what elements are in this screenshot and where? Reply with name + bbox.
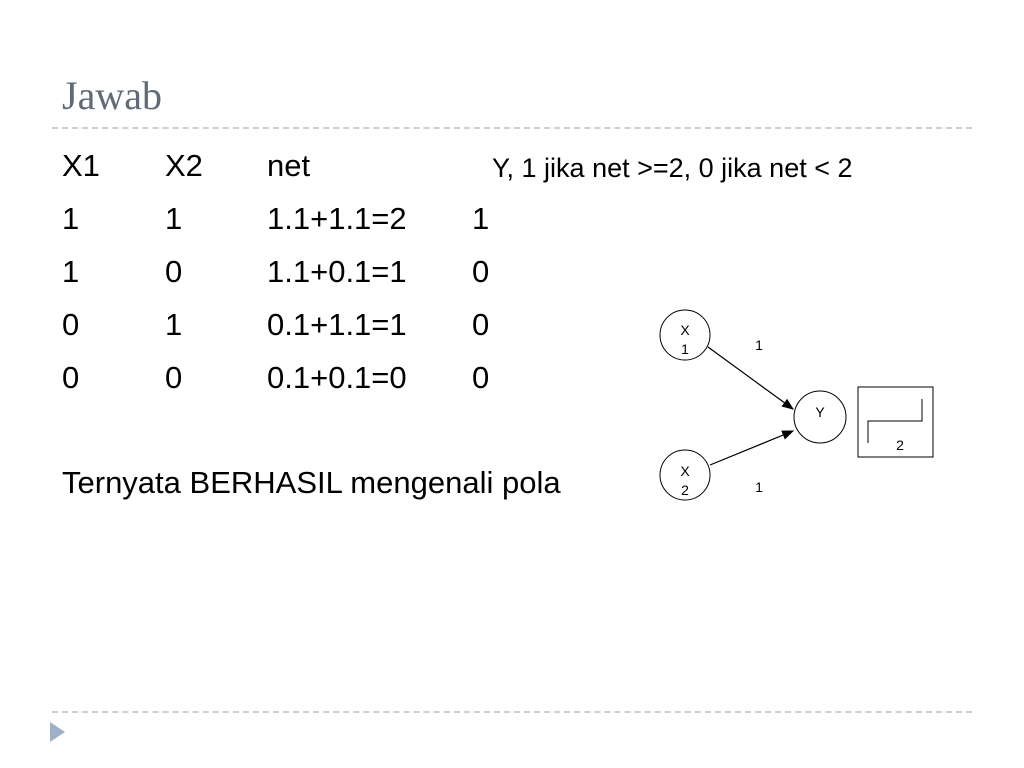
threshold-label: 2 [896, 437, 904, 453]
edge-x1-y [707, 346, 794, 410]
bottom-divider [52, 711, 972, 713]
row1-x2: 1 [165, 201, 183, 236]
row4-x2: 0 [165, 360, 183, 395]
row1-y: 1 [472, 201, 490, 236]
step-function-icon [867, 399, 923, 443]
row2-y: 0 [472, 254, 490, 289]
row3-net: 0.1+1.1=1 [267, 307, 407, 342]
row4-y: 0 [472, 360, 490, 395]
slide-title: Jawab [62, 73, 162, 118]
header-y-rule: Y, 1 jika net >=2, 0 jika net < 2 [492, 153, 853, 183]
conclusion-text: Ternyata BERHASIL mengenali pola [62, 465, 561, 500]
header-net: net [267, 148, 311, 183]
step-function-box [857, 386, 934, 458]
row2-x2: 0 [165, 254, 183, 289]
x2-node-label-top: X [680, 463, 690, 479]
row4-net: 0.1+0.1=0 [267, 360, 407, 395]
header-x1: X1 [62, 148, 100, 183]
x2-node [659, 449, 711, 501]
x2-node-label-bottom: 2 [681, 482, 689, 498]
weight-w2-label: 1 [755, 479, 763, 495]
y-node-label: Y [815, 404, 825, 420]
row2-x1: 1 [62, 254, 80, 289]
edge-x2-y [709, 430, 795, 466]
x1-node-label-top: X [680, 322, 690, 338]
header-x2: X2 [165, 148, 203, 183]
x1-node-label-bottom: 1 [681, 341, 689, 357]
y-node [793, 390, 847, 444]
title-divider [52, 127, 972, 129]
row4-x1: 0 [62, 360, 80, 395]
row3-x1: 0 [62, 307, 80, 342]
weight-w1-label: 1 [755, 337, 763, 353]
row1-net: 1.1+1.1=2 [267, 201, 407, 236]
triangle-bullet-icon [50, 722, 65, 742]
row3-y: 0 [472, 307, 490, 342]
row3-x2: 1 [165, 307, 183, 342]
row2-net: 1.1+0.1=1 [267, 254, 407, 289]
perceptron-diagram: X 1 X 2 Y 1 1 2 [659, 309, 934, 501]
row1-x1: 1 [62, 201, 80, 236]
x1-node [659, 309, 711, 361]
